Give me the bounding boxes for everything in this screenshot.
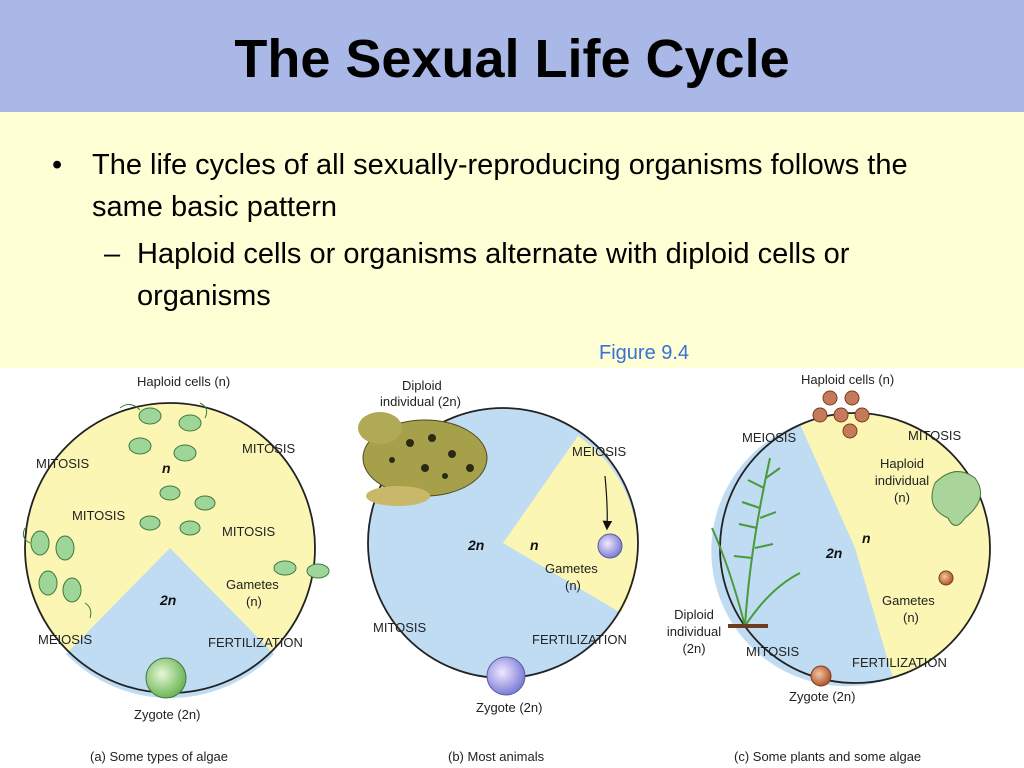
diploid-2n-label: 2n	[825, 545, 842, 561]
meiosis-label: MEIOSIS	[572, 444, 627, 459]
diploid-individual-label: Diploid	[674, 607, 714, 622]
gametophyte-icon	[931, 471, 982, 526]
meiosis-label: MEIOSIS	[38, 632, 93, 647]
mitosis-label: MITOSIS	[222, 524, 276, 539]
zygote-label: Zygote (2n)	[134, 707, 200, 722]
sub-bullet-text: Haploid cells or organisms alternate wit…	[137, 238, 850, 312]
gametes-label: Gametes	[545, 561, 598, 576]
panel-a: Haploid cells (n) MITOSIS MITOSIS n MITO…	[22, 374, 330, 764]
slide-title: The Sexual Life Cycle	[234, 29, 790, 89]
mitosis-label: MITOSIS	[36, 456, 90, 471]
mitosis-label: MITOSIS	[746, 644, 800, 659]
haploid-n-label: n	[530, 537, 539, 553]
diploid-region	[66, 548, 274, 698]
zygote-icon	[810, 665, 832, 687]
gametes-label: Gametes	[882, 593, 935, 608]
zygote-icon	[145, 657, 187, 699]
zygote-label: Zygote (2n)	[789, 689, 855, 704]
mitosis-label: MITOSIS	[242, 441, 296, 456]
spore-icon	[812, 390, 870, 439]
fern-icon	[711, 457, 801, 627]
diploid-individual-label: individual	[667, 624, 721, 639]
algae-cell-icon	[30, 407, 330, 603]
fertilization-label: FERTILIZATION	[852, 655, 947, 670]
life-cycle-figure: Haploid cells (n) MITOSIS MITOSIS n MITO…	[22, 372, 991, 764]
panel-caption: (b) Most animals	[448, 749, 545, 764]
sub-bullet-marker: –	[104, 238, 121, 270]
bullet-marker: •	[52, 149, 63, 181]
diploid-2n-label: 2n	[467, 537, 484, 553]
gametes-label: Gametes	[226, 577, 279, 592]
gametes-n-label: (n)	[903, 610, 919, 625]
mitosis-label: MITOSIS	[72, 508, 126, 523]
haploid-n-label: n	[862, 530, 871, 546]
diploid-individual-label: individual (2n)	[380, 394, 461, 409]
mitosis-label: MITOSIS	[373, 620, 427, 635]
mitosis-label: MITOSIS	[908, 428, 962, 443]
haploid-individual-label: individual	[875, 473, 929, 488]
diploid-region	[711, 424, 893, 687]
diploid-2n-label: 2n	[159, 592, 176, 608]
content-area	[0, 112, 1024, 368]
gamete-icon	[597, 533, 623, 559]
root-icon	[728, 624, 768, 628]
fertilization-label: FERTILIZATION	[532, 632, 627, 647]
zygote-icon	[486, 656, 526, 696]
haploid-n-label: n	[162, 460, 171, 476]
title-bar	[0, 0, 1024, 112]
zygote-label: Zygote (2n)	[476, 700, 542, 715]
figure-label: Figure 9.4	[599, 342, 690, 364]
frog-icon	[358, 412, 488, 506]
haploid-cells-label: Haploid cells (n)	[801, 372, 894, 387]
haploid-region	[503, 436, 638, 613]
panel-caption: (a) Some types of algae	[90, 749, 228, 764]
haploid-individual-label: Haploid	[880, 456, 924, 471]
panel-caption: (c) Some plants and some algae	[734, 749, 921, 764]
meiosis-label: MEIOSIS	[742, 430, 797, 445]
panel-b: Diploid individual (2n) MEIOSIS 2n n Gam…	[358, 378, 639, 764]
gamete-icon	[938, 570, 954, 586]
gametes-n-label: (n)	[565, 578, 581, 593]
fertilization-label: FERTILIZATION	[208, 635, 303, 650]
bullet-text: The life cycles of all sexually-reproduc…	[92, 149, 908, 223]
haploid-individual-label: (n)	[894, 490, 910, 505]
gametes-n-label: (n)	[246, 594, 262, 609]
panel-c: Haploid cells (n) MEIOSIS MITOSIS Haploi…	[667, 372, 991, 764]
haploid-cells-label: Haploid cells (n)	[137, 374, 230, 389]
diploid-individual-label: (2n)	[682, 641, 705, 656]
diploid-individual-label: Diploid	[402, 378, 442, 393]
